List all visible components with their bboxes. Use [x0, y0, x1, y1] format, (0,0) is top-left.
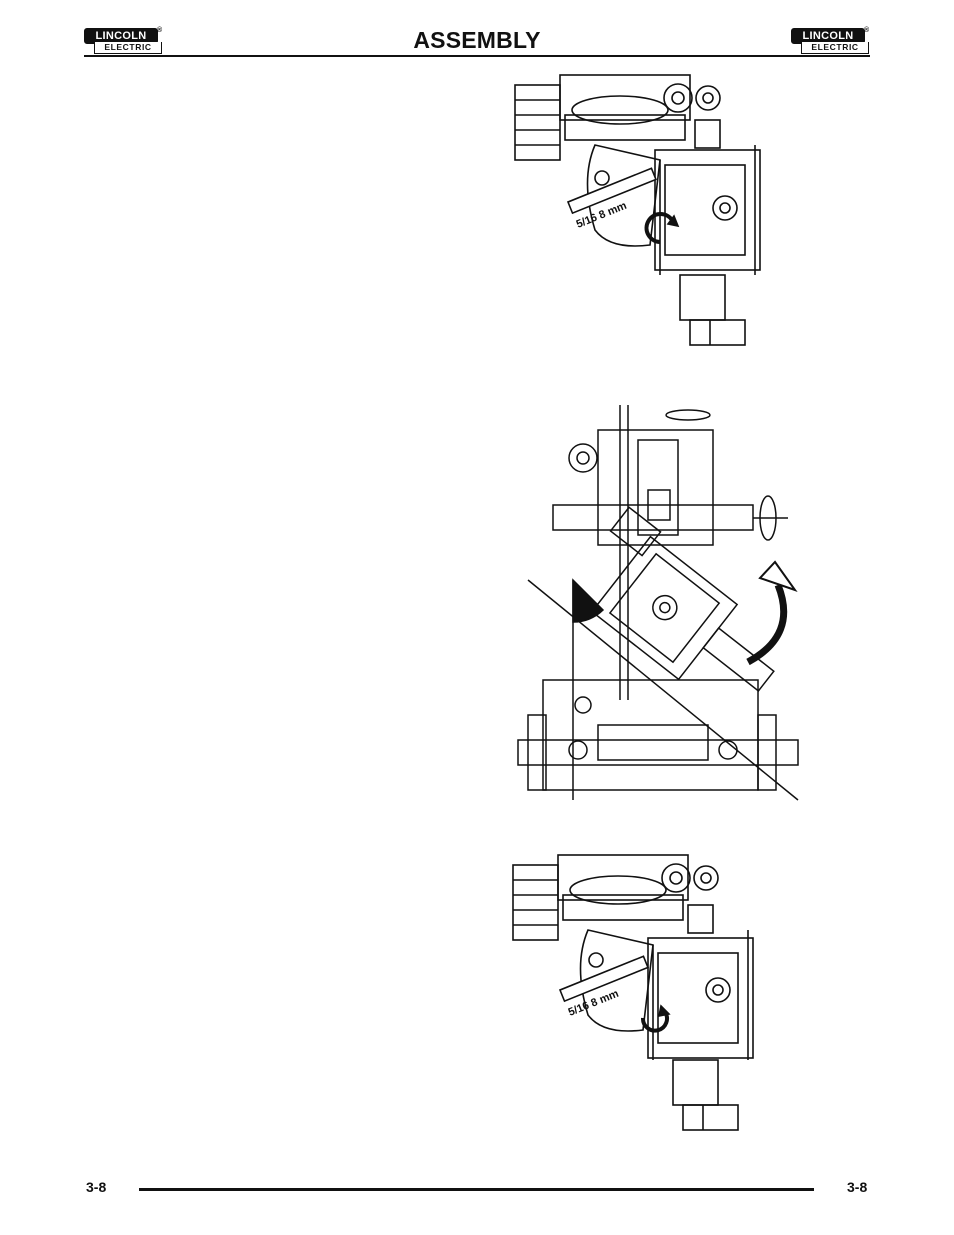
wrench-tighten-icon	[558, 955, 671, 1033]
page-header: LINCOLN ELECTRIC ® ASSEMBLY LINCOLN ELEC…	[0, 0, 954, 60]
wrench-loosen-icon	[566, 167, 680, 244]
mast-assembly-drawing	[517, 405, 799, 791]
page-number-left: 3-8	[86, 1179, 107, 1195]
footer-rule	[139, 1188, 814, 1191]
logo-brand-bottom: ELECTRIC	[94, 42, 162, 54]
figure-loosen-bolt: 5/16 8 mm	[510, 70, 780, 355]
page-number-right: 3-8	[847, 1179, 868, 1195]
page-title: ASSEMBLY	[413, 27, 541, 53]
figure-tighten-bolt: 5/16 8 mm	[508, 850, 778, 1135]
logo-brand-bottom: ELECTRIC	[801, 42, 869, 54]
carriage-assembly-drawing	[512, 854, 754, 1131]
lincoln-electric-logo: LINCOLN ELECTRIC ®	[84, 27, 163, 55]
lincoln-electric-logo: LINCOLN ELECTRIC ®	[791, 27, 870, 55]
registered-mark: ®	[864, 27, 870, 34]
carriage-assembly-drawing	[514, 74, 761, 346]
rotate-arrow-icon	[746, 560, 798, 666]
header-rule	[84, 55, 870, 57]
figure-rotate-assembly	[498, 400, 810, 810]
angle-indicator	[527, 578, 799, 801]
registered-mark: ®	[157, 27, 163, 34]
